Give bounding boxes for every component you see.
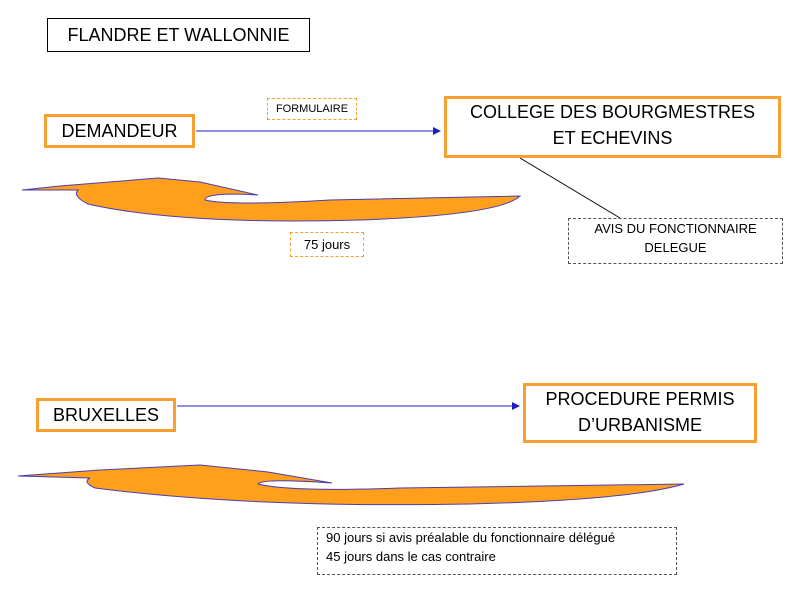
avis-callout-line <box>519 157 621 219</box>
return-arrow-flandre <box>21 177 522 222</box>
procedure-line-2: D’URBANISME <box>577 415 702 435</box>
formulaire-label: FORMULAIRE <box>267 98 357 120</box>
return-arrow-bruxelles <box>17 464 685 506</box>
college-line-2: ET ECHEVINS <box>552 128 673 148</box>
avis-line-2: DELEGUE <box>644 240 707 255</box>
bruxelles-delay-note: 90 jours si avis préalable du fonctionna… <box>317 527 677 575</box>
procedure-line-1: PROCEDURE PERMIS <box>545 389 735 409</box>
avis-line-1: AVIS DU FONCTIONNAIRE <box>594 221 757 236</box>
college-box: COLLEGE DES BOURGMESTRES ET ECHEVINS <box>444 96 781 158</box>
procedure-permis-box: PROCEDURE PERMIS D’URBANISME <box>523 383 757 443</box>
flandre-delay-label: 75 jours <box>290 232 364 257</box>
demandeur-box: DEMANDEUR <box>44 114 195 148</box>
bruxelles-box: BRUXELLES <box>36 398 176 432</box>
page-title: FLANDRE ET WALLONNIE <box>47 18 310 52</box>
bruxelles-delay-line-2: 45 jours dans le cas contraire <box>326 549 496 564</box>
avis-fonctionnaire-note: AVIS DU FONCTIONNAIRE DELEGUE <box>568 218 783 264</box>
bruxelles-delay-line-1: 90 jours si avis préalable du fonctionna… <box>326 530 616 545</box>
college-line-1: COLLEGE DES BOURGMESTRES <box>469 102 756 122</box>
